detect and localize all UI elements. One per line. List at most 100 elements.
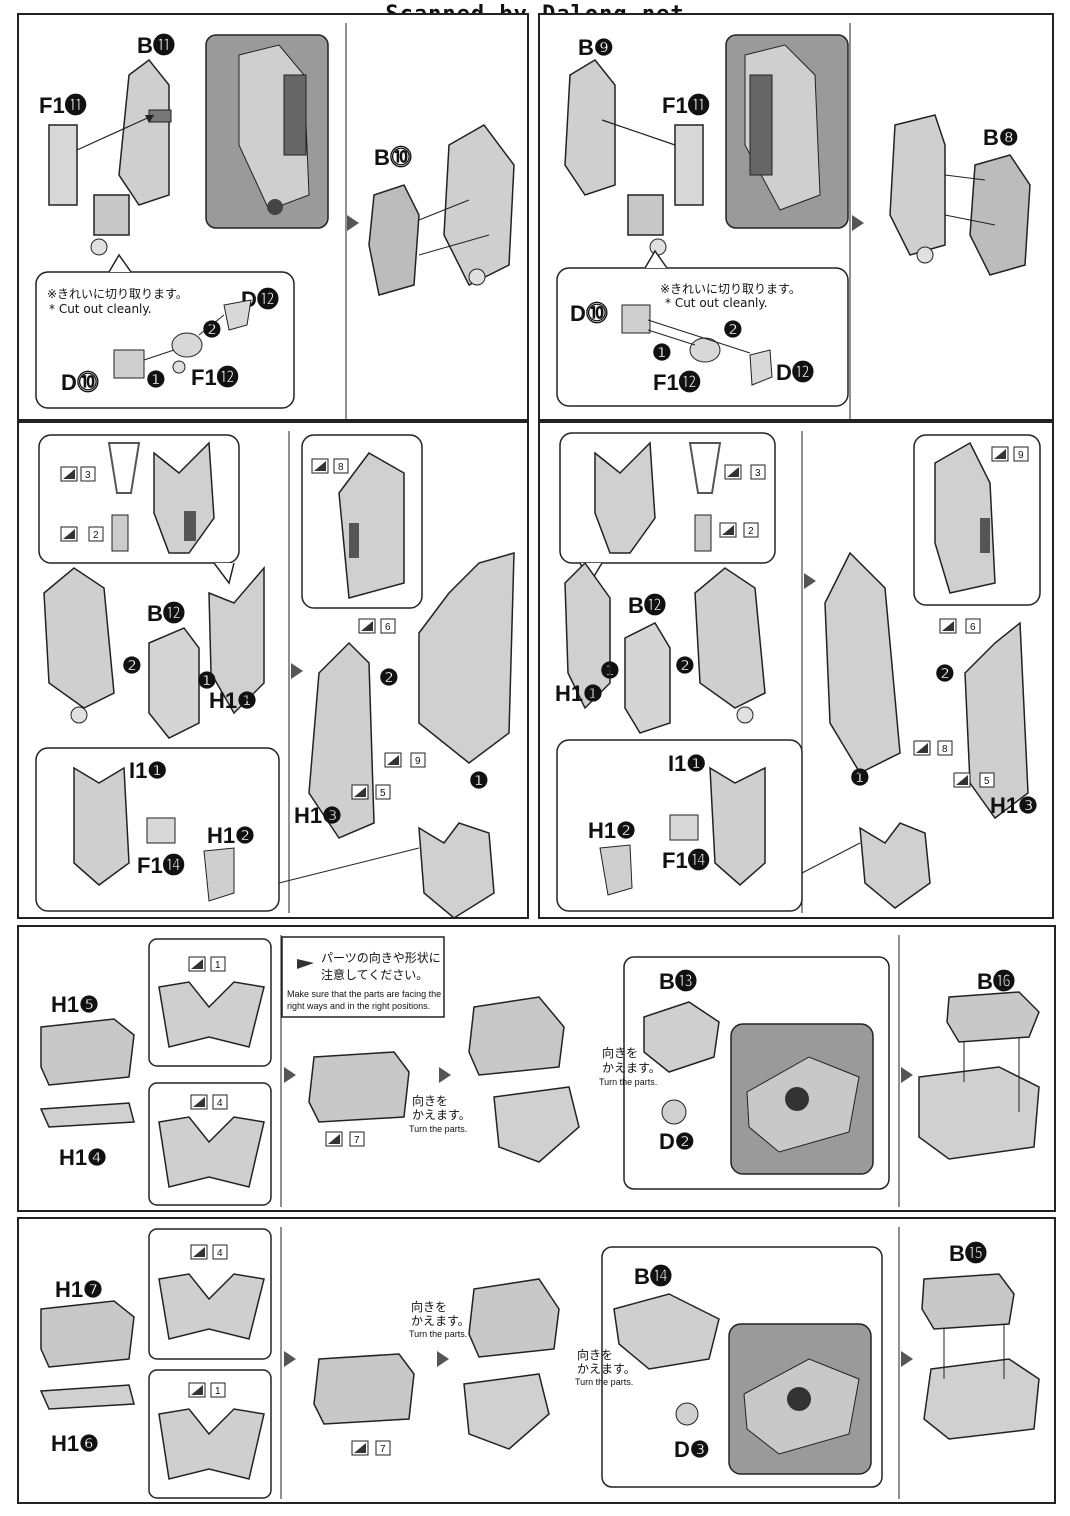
label-i1: I1❶ <box>668 751 706 776</box>
label-f12: F1⓬ <box>191 365 239 390</box>
arrow-step-1: ❶ <box>197 668 217 693</box>
arrow-step-1: ❶ <box>850 765 870 790</box>
step-4-illustration: 3 2 B⓬ ❶ ❷ H1❶ I1❶ H1❷ F1⓮ 9 6 <box>555 431 1041 913</box>
label: 5 <box>380 788 386 799</box>
step-arrow-icon <box>852 215 864 231</box>
arrow-step-2: ❷ <box>202 317 222 342</box>
sticker-9: 9 <box>991 446 1029 462</box>
note-cut-en: * Cut out cleanly. <box>49 302 152 316</box>
sticker-2: 2 <box>60 526 104 542</box>
label: 6 <box>970 622 976 633</box>
sticker-5: 5 <box>351 784 391 800</box>
label-f11: F1⓫ <box>662 93 710 118</box>
note-turn-jp2: かえます。 <box>602 1061 661 1075</box>
label-h1-3: H1❸ <box>294 803 342 828</box>
label: 8 <box>942 744 948 755</box>
label-b10: B⓾ <box>374 145 412 170</box>
label: 7 <box>354 1135 360 1146</box>
arrow-step-1: ❶ <box>469 768 489 793</box>
step-panel-2: B❾ F1⓫ B❽ ※きれいに切り取ります。 * Cut out cleanly… <box>538 13 1054 421</box>
facing-note <box>281 936 445 1018</box>
sticker-1: 1 <box>188 1382 226 1398</box>
label: 2 <box>93 530 99 541</box>
label-f14: F1⓮ <box>662 848 710 873</box>
note-turn-jp2: かえます。 <box>577 1362 636 1376</box>
sticker-8: 8 <box>913 740 953 756</box>
arrow-step-2: ❷ <box>675 653 695 678</box>
label-f12: F1⓬ <box>653 370 701 395</box>
note-turn-en: Turn the parts. <box>575 1377 633 1387</box>
step-panel-3: 3 2 B⓬ ❷ ❶ H1❶ I1❶ H1❷ F1⓮ 8 <box>17 421 529 919</box>
note-facing-en2: right ways and in the right positions. <box>287 1001 430 1011</box>
part-shape <box>48 124 78 206</box>
note-facing-en1: Make sure that the parts are facing the <box>287 989 441 999</box>
note-turn-en: Turn the parts. <box>599 1077 657 1087</box>
label: 2 <box>748 526 754 537</box>
sticker-6: 6 <box>358 618 396 634</box>
note-turn-jp2: かえます。 <box>412 1108 471 1122</box>
label-b9: B❾ <box>578 35 614 60</box>
arrow-step-1: ❶ <box>652 340 672 365</box>
label-d10: D⓾ <box>61 370 99 395</box>
label-b15: B⓯ <box>949 1241 987 1266</box>
label-b14: B⓮ <box>634 1264 672 1289</box>
label-h1-7: H1❼ <box>55 1277 103 1302</box>
step-arrow-icon <box>901 1067 913 1083</box>
arrow-step-2: ❷ <box>379 665 399 690</box>
step-1-illustration: B⓫ F1⓫ B⓾ ※きれいに切り取ります。 * Cut out cleanly… <box>35 23 515 419</box>
label-h1-3: H1❸ <box>990 793 1038 818</box>
step-6-illustration: H1❼ H1❻ 4 1 7 向きを かえます。 Turn the parts. … <box>39 1227 1040 1499</box>
note-facing-jp2: 注意してください。 <box>321 967 428 982</box>
step-5-illustration: H1❺ H1❹ 1 4 パーツの向きや形状に 注意してください。 Make su… <box>39 935 1040 1207</box>
label-d3: D❸ <box>674 1437 710 1462</box>
note-turn-en: Turn the parts. <box>409 1124 467 1134</box>
label-h1-2: H1❷ <box>207 823 255 848</box>
label-h1-5: H1❺ <box>51 992 99 1017</box>
label-b13: B⓭ <box>659 969 697 994</box>
note-turn-jp1: 向きを <box>577 1347 613 1362</box>
step-arrow-icon <box>804 573 816 589</box>
arrow-step-2: ❷ <box>122 653 142 678</box>
sticker-6: 6 <box>939 618 981 634</box>
label-h1-4: H1❹ <box>59 1145 107 1170</box>
label: 8 <box>338 462 344 473</box>
label: 3 <box>85 470 91 481</box>
label-h1-6: H1❻ <box>51 1431 99 1456</box>
step-arrow-icon <box>439 1067 451 1083</box>
label-d12: D⓬ <box>776 360 814 385</box>
step-arrow-icon <box>437 1351 449 1367</box>
sticker-3: 3 <box>60 466 96 482</box>
caution-icon <box>297 959 314 969</box>
label-h1-2: H1❷ <box>588 818 636 843</box>
step-arrow-icon <box>347 215 359 231</box>
step-panel-5: H1❺ H1❹ 1 4 パーツの向きや形状に 注意してください。 Make su… <box>17 925 1056 1212</box>
sticker-4: 4 <box>190 1094 228 1110</box>
arrow-step-2: ❷ <box>935 661 955 686</box>
step-arrow-icon <box>901 1351 913 1367</box>
label-b8: B❽ <box>983 125 1019 150</box>
step-panel-4: 3 2 B⓬ ❶ ❷ H1❶ I1❶ H1❷ F1⓮ 9 6 <box>538 421 1054 919</box>
label-f11: F1⓫ <box>39 93 87 118</box>
label-d10: D⓾ <box>570 301 608 326</box>
part-shape <box>118 58 170 206</box>
label: 7 <box>380 1444 386 1455</box>
step-2-illustration: B❾ F1⓫ B❽ ※きれいに切り取ります。 * Cut out cleanly… <box>556 23 1031 419</box>
cut-note-bubble <box>556 267 849 407</box>
label-f14: F1⓮ <box>137 853 185 878</box>
note-facing-jp1: パーツの向きや形状に <box>321 950 441 965</box>
label-b12: B⓬ <box>628 593 666 618</box>
step-panel-6: H1❼ H1❻ 4 1 7 向きを かえます。 Turn the parts. … <box>17 1217 1056 1504</box>
label: 1 <box>215 960 221 971</box>
label: 3 <box>755 468 761 479</box>
label: 1 <box>215 1386 221 1397</box>
label-h1-1: H1❶ <box>555 681 603 706</box>
note-turn-jp1: 向きを <box>412 1093 448 1108</box>
step-3-illustration: 3 2 B⓬ ❷ ❶ H1❶ I1❶ H1❷ F1⓮ 8 <box>35 431 515 919</box>
note-turn-jp1: 向きを <box>411 1299 447 1314</box>
label-b16: B⓰ <box>977 969 1015 994</box>
arrow-step-2: ❷ <box>723 317 743 342</box>
sticker-7: 7 <box>325 1131 365 1147</box>
label: 9 <box>415 756 421 767</box>
step-panel-1: B⓫ F1⓫ B⓾ ※きれいに切り取ります。 * Cut out cleanly… <box>17 13 529 421</box>
arrow-step-1: ❶ <box>146 367 166 392</box>
